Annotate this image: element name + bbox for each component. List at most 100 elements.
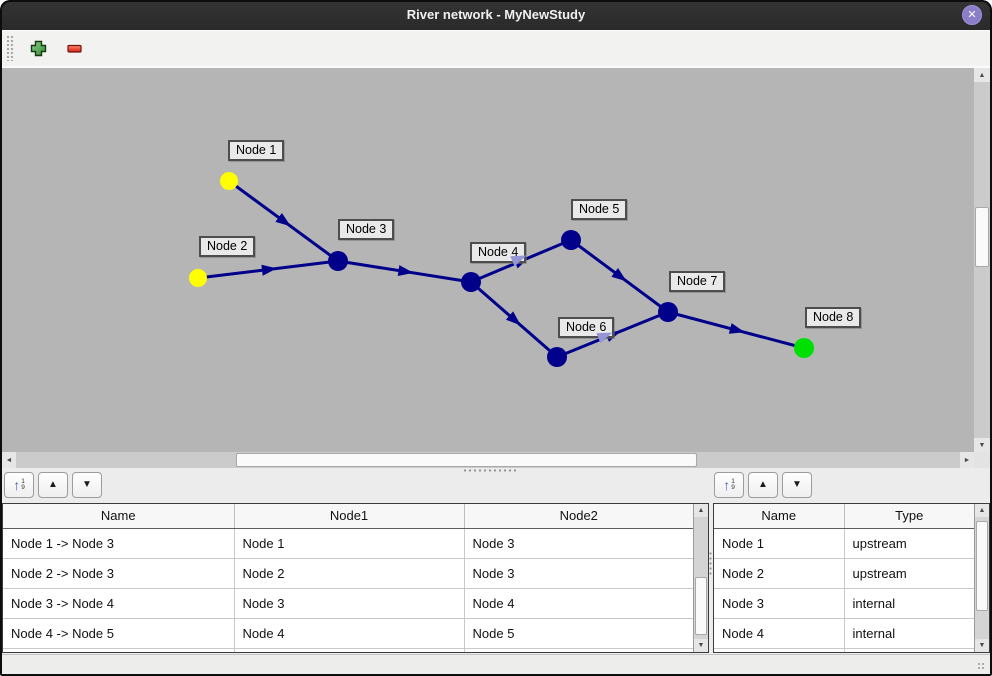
table-cell: Node 1 (714, 528, 845, 559)
left-arrow-icon: ◄ (5, 456, 13, 464)
table-cell: Node 2 (234, 558, 465, 589)
add-node-button[interactable] (27, 37, 49, 59)
edge-arrow-icon (728, 323, 745, 334)
network-node[interactable] (547, 347, 567, 367)
nodes-move-up-button[interactable]: ▲ (748, 472, 778, 498)
table-cell: upstream (844, 528, 974, 559)
sort-digit-one: 1 (731, 478, 735, 485)
nodes-move-down-button[interactable]: ▼ (782, 472, 812, 498)
toolbar-drag-handle-icon[interactable] (6, 35, 13, 61)
table-cell: Node 4 -> Node 5 (3, 618, 235, 649)
sort-arrow-glyph: ↑ (723, 477, 731, 493)
scrollbar-track[interactable] (16, 452, 960, 468)
nodes-sort-button[interactable]: ↑ 1 9 (714, 472, 744, 498)
network-node[interactable] (794, 338, 814, 358)
node-label[interactable]: Node 8 (805, 307, 862, 328)
down-triangle-icon: ▼ (792, 479, 802, 490)
sort-digit-nine: 9 (731, 484, 735, 491)
table-cell: Node 1 (234, 528, 465, 559)
node-label[interactable]: Node 6 (558, 317, 615, 338)
scrollbar-thumb[interactable] (975, 207, 989, 267)
scroll-up-button[interactable]: ▲ (694, 504, 708, 517)
sort-digit-nine: 9 (21, 484, 25, 491)
table-splitter-handle[interactable] (709, 551, 712, 577)
scroll-up-button[interactable]: ▲ (975, 504, 989, 517)
scroll-right-button[interactable]: ► (960, 452, 974, 468)
node-label[interactable]: Node 3 (338, 219, 395, 240)
table-cell: Node 4 (714, 618, 845, 649)
table-cell: Node 4 (464, 588, 693, 619)
window-title: River network - MyNewStudy (406, 7, 586, 22)
table-cell: Node 2 -> Node 3 (3, 558, 235, 589)
panel-splitter-handle[interactable] (462, 469, 518, 472)
remove-minus-icon (66, 44, 82, 53)
scroll-up-button[interactable]: ▲ (974, 68, 990, 82)
node-label[interactable]: Node 2 (199, 236, 256, 257)
titlebar[interactable]: River network - MyNewStudy ✕ (0, 0, 992, 30)
network-node[interactable] (328, 251, 348, 271)
table-cell: internal (844, 618, 974, 649)
canvas-vertical-scrollbar[interactable]: ▲ ▼ (974, 68, 990, 452)
links-move-down-button[interactable]: ▼ (72, 472, 102, 498)
down-triangle-icon: ▼ (82, 479, 92, 490)
edge-arrow-icon (611, 268, 627, 282)
edge-arrow-icon (275, 213, 291, 227)
scroll-down-button[interactable]: ▼ (694, 639, 708, 652)
scrollbar-track[interactable] (694, 517, 708, 639)
node-label[interactable]: Node 7 (669, 271, 726, 292)
column-header[interactable]: Name (714, 504, 845, 529)
scrollbar-thumb[interactable] (976, 521, 988, 611)
table-cell: Node 4 (234, 618, 465, 649)
scrollbar-track[interactable] (975, 517, 989, 639)
table-cell: Node 3 (464, 528, 693, 559)
scrollbar-thumb[interactable] (695, 577, 707, 635)
table-cell: Node 3 (714, 588, 845, 619)
network-node[interactable] (220, 172, 238, 190)
nodes-table-scrollbar[interactable]: ▲ ▼ (974, 504, 989, 652)
status-bar (2, 654, 990, 674)
close-icon: ✕ (967, 8, 977, 21)
node-label[interactable]: Node 5 (571, 199, 628, 220)
table-cell: Node 1 -> Node 3 (3, 528, 235, 559)
links-sort-button[interactable]: ↑ 1 9 (4, 472, 34, 498)
links-move-up-button[interactable]: ▲ (38, 472, 68, 498)
network-node[interactable] (561, 230, 581, 250)
table-cell: upstream (844, 558, 974, 589)
table-cell: internal (844, 588, 974, 619)
remove-node-button[interactable] (63, 37, 85, 59)
column-header[interactable]: Name (3, 504, 235, 529)
network-node[interactable] (461, 272, 481, 292)
toolbar (0, 30, 992, 68)
column-header[interactable]: Node2 (464, 504, 693, 529)
table-row-partial (714, 648, 974, 652)
network-canvas[interactable]: Node 1 Node 2 Node 3 Node 4 Node 5 Node 6 Node… (2, 68, 974, 452)
scroll-down-button[interactable]: ▼ (974, 438, 990, 452)
node-label[interactable]: Node 1 (228, 140, 285, 161)
network-node[interactable] (658, 302, 678, 322)
up-arrow-icon: ▲ (697, 507, 705, 514)
scrollbar-thumb[interactable] (236, 453, 697, 467)
scroll-left-button[interactable]: ◄ (2, 452, 16, 468)
scrollbar-track[interactable] (974, 82, 990, 438)
network-node[interactable] (189, 269, 207, 287)
sort-icon: ↑ 1 9 (723, 478, 735, 492)
table-row-partial (3, 648, 693, 652)
scroll-down-button[interactable]: ▼ (975, 639, 989, 652)
column-header[interactable]: Node1 (234, 504, 465, 529)
node-label[interactable]: Node 4 (470, 242, 527, 263)
links-table-scrollbar[interactable]: ▲ ▼ (693, 504, 708, 652)
resize-grip-icon[interactable] (977, 662, 986, 671)
close-button[interactable]: ✕ (962, 5, 982, 25)
column-header[interactable]: Type (844, 504, 974, 529)
canvas-horizontal-scrollbar[interactable]: ◄ ► (2, 452, 974, 468)
down-arrow-icon: ▼ (978, 441, 986, 449)
